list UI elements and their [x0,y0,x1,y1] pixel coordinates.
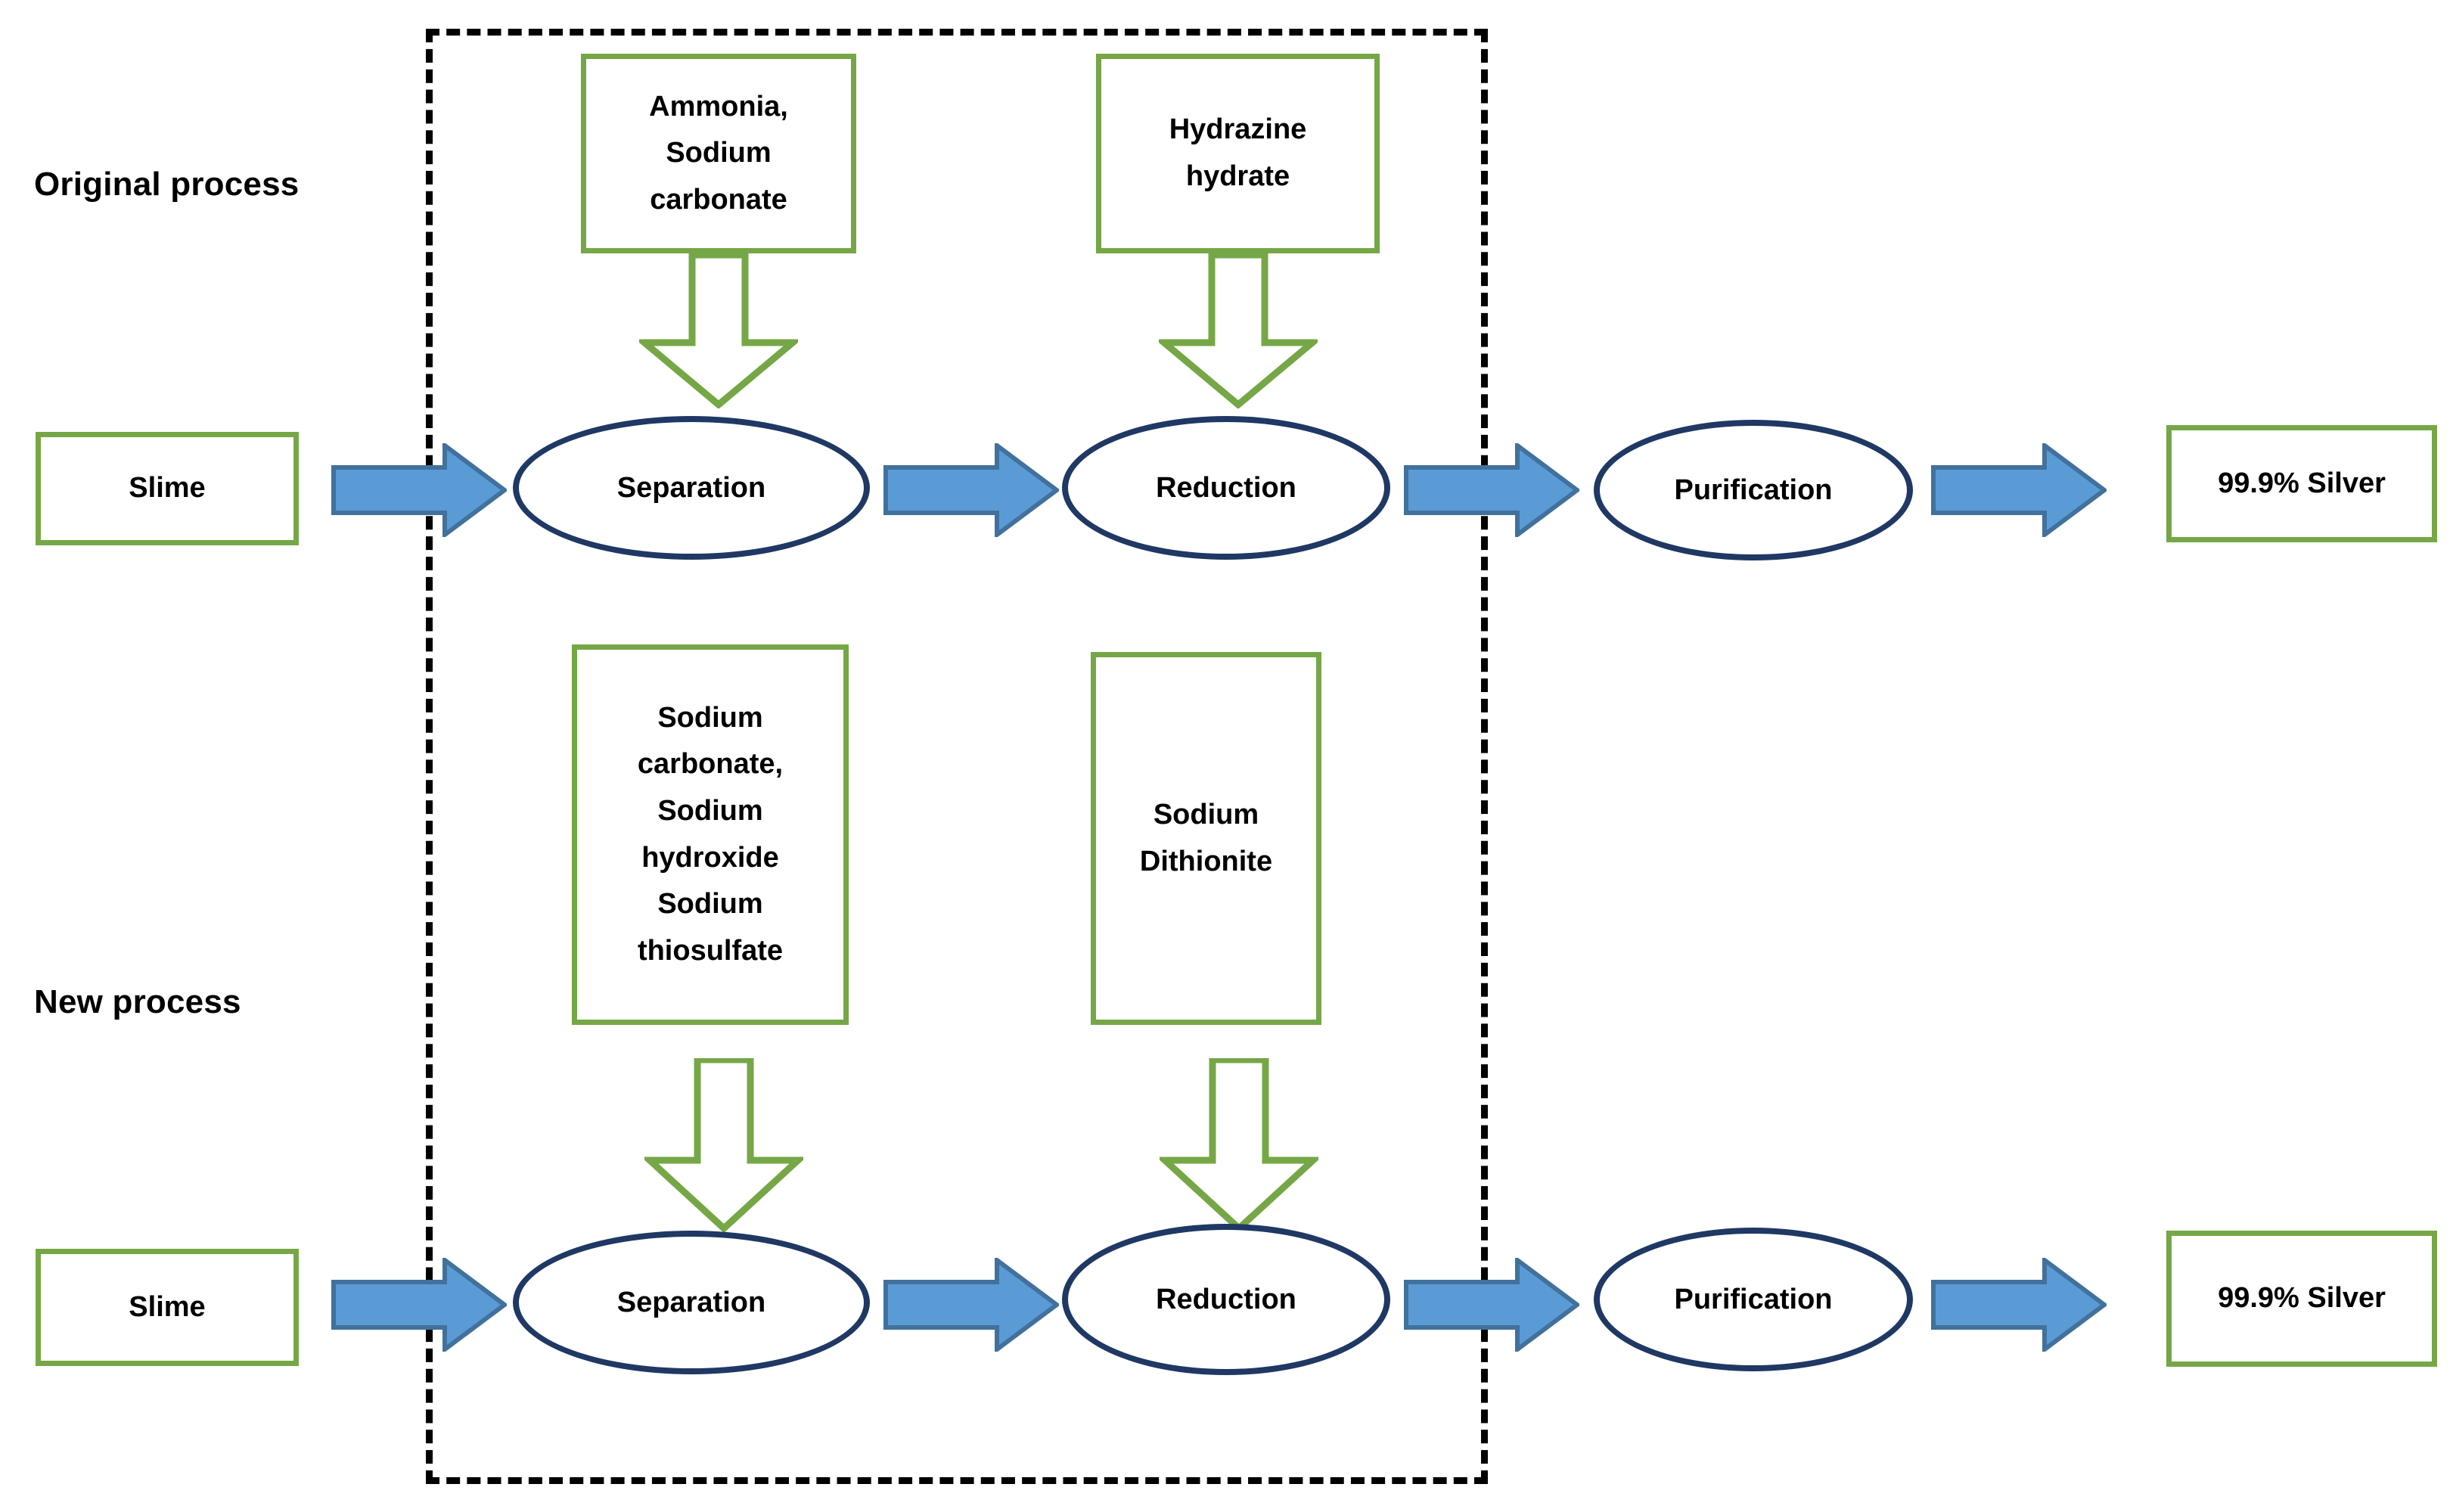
reagent-line: Sodium [657,794,763,827]
reagent-line: Dithionite [1139,845,1273,877]
stage-ellipse-separation-original: Separation [513,416,870,560]
output-box-silver-original: 99.9% Silver [2166,425,2437,542]
down-block-arrow-outline-icon [1160,1058,1318,1232]
stage-label: Reduction [1156,1283,1296,1315]
output-box-label: 99.9% Silver [2218,467,2386,499]
reagent-line: Hydrazine [1169,113,1307,146]
output-box-label: 99.9% Silver [2218,1282,2386,1315]
reagent-line: carbonate [650,183,787,216]
stage-label: Purification [1674,1283,1833,1315]
down-block-arrow-outline-icon [639,253,798,408]
down-block-arrow-outline-icon [644,1058,803,1232]
right-block-arrow-icon [331,443,507,537]
reagent-box-sodium-dithionite: Sodium Dithionite [1091,652,1321,1025]
reagent-line: Ammonia, [649,90,788,123]
reagent-line: hydroxide [641,841,779,874]
reagent-box-sodium-carbonate-hydroxide-thiosulfate: Sodium carbonate, Sodium hydroxide Sodiu… [572,644,849,1025]
input-box-slime-new: Slime [36,1249,299,1366]
stage-ellipse-separation-new: Separation [513,1231,870,1374]
right-block-arrow-icon [883,1258,1059,1352]
stage-label: Separation [616,471,766,504]
reagent-line: Sodium [657,701,763,734]
right-block-arrow-icon [883,443,1059,537]
reagent-line: Sodium [1153,798,1259,831]
dashed-boundary-icon [426,29,1488,1484]
stage-label: Reduction [1156,471,1296,504]
output-box-silver-new: 99.9% Silver [2166,1231,2437,1367]
stage-label: Purification [1674,473,1833,506]
row-label-original-process: Original process [34,166,300,203]
reagent-box-ammonia-sodium-carbonate: Ammonia, Sodium carbonate [581,54,856,253]
right-block-arrow-icon [1404,1258,1579,1352]
reagent-line: carbonate, [637,748,784,781]
reagent-box-hydrazine-hydrate: Hydrazine hydrate [1096,54,1380,253]
reagent-line: thiosulfate [637,934,784,967]
right-block-arrow-icon [1404,443,1579,537]
stage-label: Separation [616,1286,766,1318]
stage-ellipse-purification-original: Purification [1594,420,1913,560]
right-block-arrow-icon [331,1258,507,1352]
stage-ellipse-reduction-original: Reduction [1062,416,1390,560]
reagent-line: hydrate [1185,160,1290,192]
right-block-arrow-icon [1931,1258,2107,1352]
input-box-label: Slime [129,472,206,505]
input-box-slime-original: Slime [36,432,299,545]
input-box-label: Slime [129,1290,206,1323]
stage-ellipse-purification-new: Purification [1594,1228,1913,1371]
right-block-arrow-icon [1931,443,2107,537]
reagent-line: Sodium [657,888,763,921]
stage-ellipse-reduction-new: Reduction [1062,1224,1390,1375]
down-block-arrow-outline-icon [1159,253,1318,408]
row-label-new-process: New process [34,983,241,1020]
reagent-line: Sodium [666,137,772,169]
